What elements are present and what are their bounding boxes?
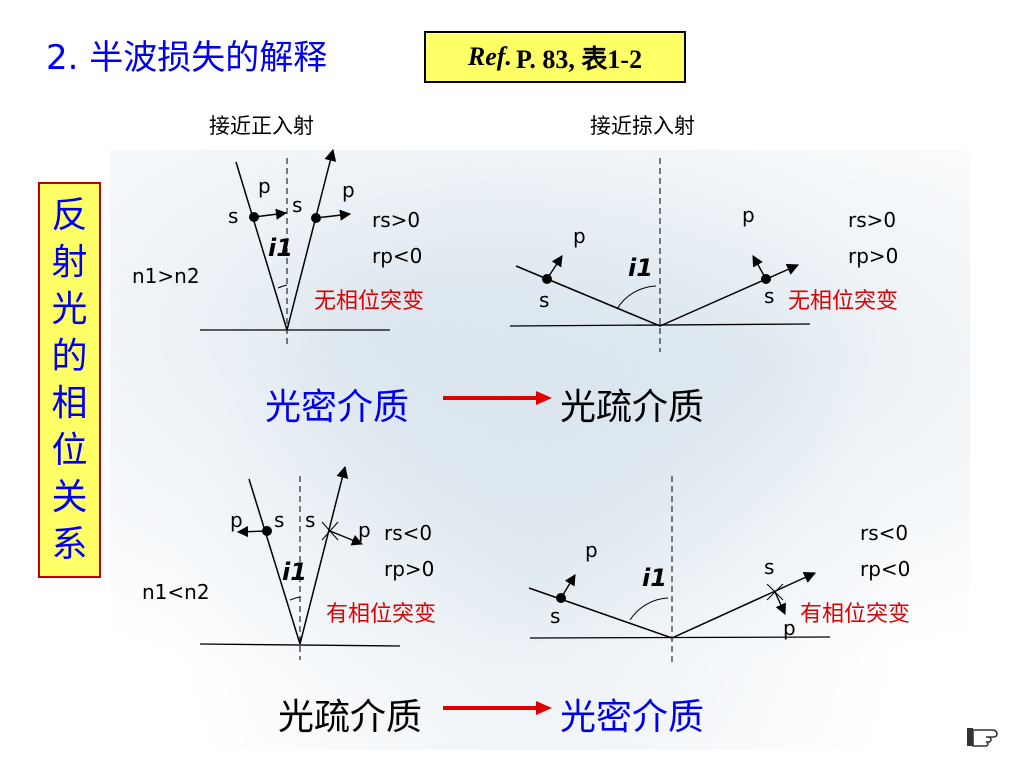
reference-box: Ref. P. 83, 表1-2 [424,31,686,83]
rp-label: rp>0 [848,244,898,268]
rp-label: rp<0 [372,244,422,268]
rp-label: rp<0 [860,557,910,581]
red-arrow-head [536,391,552,405]
side-label-box: 反 射 光 的 相 位 关 系 [38,182,101,578]
side-char: 关 [51,477,88,518]
incident-ray [528,587,673,639]
rs-label: rs<0 [860,521,908,545]
p-label: p [230,508,243,532]
label-grazing-incidence: 接近掠入射 [590,114,695,138]
incident-ray [515,265,661,327]
interface-line [509,323,811,327]
dense-medium-top: 光密介质 [265,387,410,428]
p-label: p [783,616,796,640]
angle-arc [277,284,288,289]
ref-text: P. 83, 表1-2 [515,44,643,74]
diagram-bottom-left: p s s p i1 rs<0 rp>0 有相位突变 [199,465,436,660]
angle-label: i1 [628,254,653,282]
p-arrow [774,591,786,616]
s-label: s [550,604,560,628]
red-arrow-head [536,701,552,715]
diagram-top-right: p s p s i1 rs>0 rp>0 无相位突变 [509,158,898,352]
incident-ray [235,161,288,331]
s-label: s [539,288,549,312]
side-char: 相 [51,383,88,424]
s-label: s [764,284,774,308]
s-label: s [228,204,238,228]
side-char: 系 [51,524,88,565]
reflected-ray [299,465,349,645]
side-char: 光 [51,289,88,330]
p-arrow [329,530,364,546]
rs-label: rs>0 [848,208,896,232]
s-label: s [305,508,315,532]
p-arrow [752,255,767,280]
p-label: p [742,203,755,227]
slide-title: 2. 半波损失的解释 [46,38,328,78]
interface-line [199,643,401,647]
ref-prefix: Ref. [467,42,512,71]
phase-label: 有相位突变 [326,602,436,627]
p-label: p [358,518,371,542]
angle-label: i1 [642,564,667,592]
phase-label: 无相位突变 [314,289,424,314]
p-arrow [315,209,352,221]
rp-label: rp>0 [384,557,434,581]
p-arrow [236,526,268,538]
p-arrow [253,208,288,220]
diagram-bottom-right: p s s p i1 rs<0 rp<0 有相位突变 [528,476,910,664]
reflected-ray [671,572,817,639]
angle-label: i1 [268,234,293,262]
sparse-medium-bottom: 光疏介质 [278,697,423,738]
p-arrow [560,574,576,599]
diagram-top-left: p s s p i1 rs>0 rp<0 无相位突变 [200,148,424,345]
s-label: s [292,193,302,217]
s-label: s [764,555,774,579]
phase-label: 有相位突变 [800,602,910,627]
interface-line [529,636,831,639]
condition-top: n1>n2 [132,264,200,288]
next-slide-hand-icon[interactable] [966,724,1000,750]
side-char: 的 [51,336,88,377]
incident-ray [248,478,301,645]
p-label: p [573,224,586,248]
reflected-ray [659,263,800,327]
angle-arc [629,597,669,621]
side-char: 射 [51,242,88,283]
p-label: p [342,178,355,202]
angle-arc [289,596,301,601]
rs-label: rs<0 [384,521,432,545]
p-arrow [546,255,563,280]
side-char: 反 [51,195,88,236]
dense-medium-bottom: 光密介质 [560,697,705,738]
s-label: s [274,508,284,532]
rs-label: rs>0 [372,208,420,232]
reflected-ray [286,148,337,331]
side-char: 位 [51,430,88,471]
angle-label: i1 [282,558,307,586]
condition-bottom: n1<n2 [142,580,210,604]
p-label: p [258,174,271,198]
sparse-medium-top: 光疏介质 [560,387,705,428]
p-label: p [585,538,598,562]
angle-arc [616,285,657,310]
phase-label: 无相位突变 [788,289,898,314]
label-normal-incidence: 接近正入射 [209,114,314,138]
